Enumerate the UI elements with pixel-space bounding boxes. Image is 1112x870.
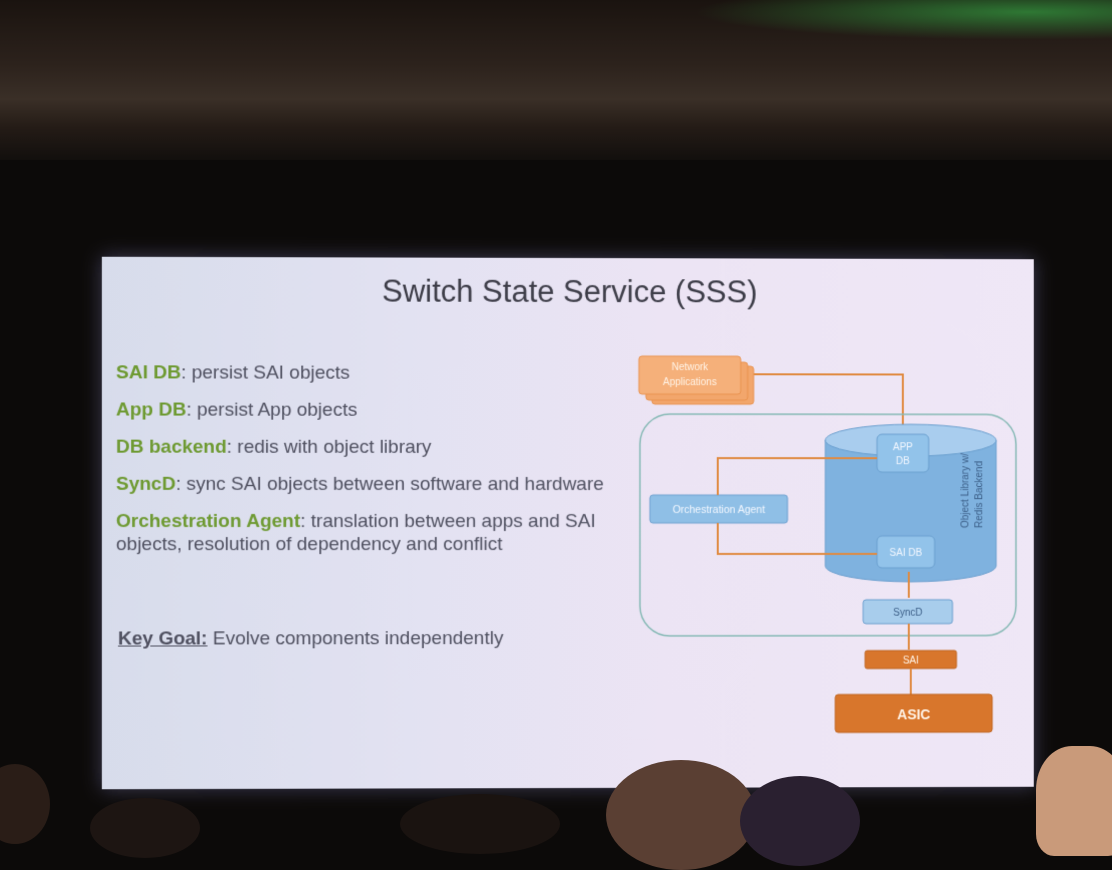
asic-box [835,694,992,732]
audience-hand [1036,746,1112,856]
audience-head [400,794,560,854]
app-db-label-2: DB [896,456,910,467]
audience-head [740,776,860,866]
orchestration-agent-box [650,495,788,523]
sai-label: SAI [903,656,919,667]
audience-head [606,760,756,870]
projection-screen: Switch State Service (SSS) SAI DB: persi… [101,256,1034,790]
orchestration-agent-label: Orchestration Agent [673,504,766,516]
object-library-cylinder [825,440,996,582]
audience [0,740,1112,870]
ceiling-light [692,0,1112,40]
sai-db-box [877,536,935,568]
architecture-diagram: Network Applications Object Library w/ R… [102,257,1034,789]
app-db-box [877,434,929,472]
object-library-label-1: Object Library w/ [960,453,971,528]
object-library-label-2: Redis Backend [974,461,985,528]
network-apps-box [639,356,741,394]
asic-label: ASIC [897,706,930,722]
sai-db-label: SAI DB [890,548,923,559]
audience-head [90,798,200,858]
syncd-label: SyncD [893,608,922,619]
syncd-box [863,600,952,624]
network-apps-label-1: Network [672,362,710,373]
audience-head [0,764,50,844]
network-apps-label-2: Applications [663,377,717,388]
sai-box [865,651,956,669]
app-db-label-1: APP [893,442,913,453]
